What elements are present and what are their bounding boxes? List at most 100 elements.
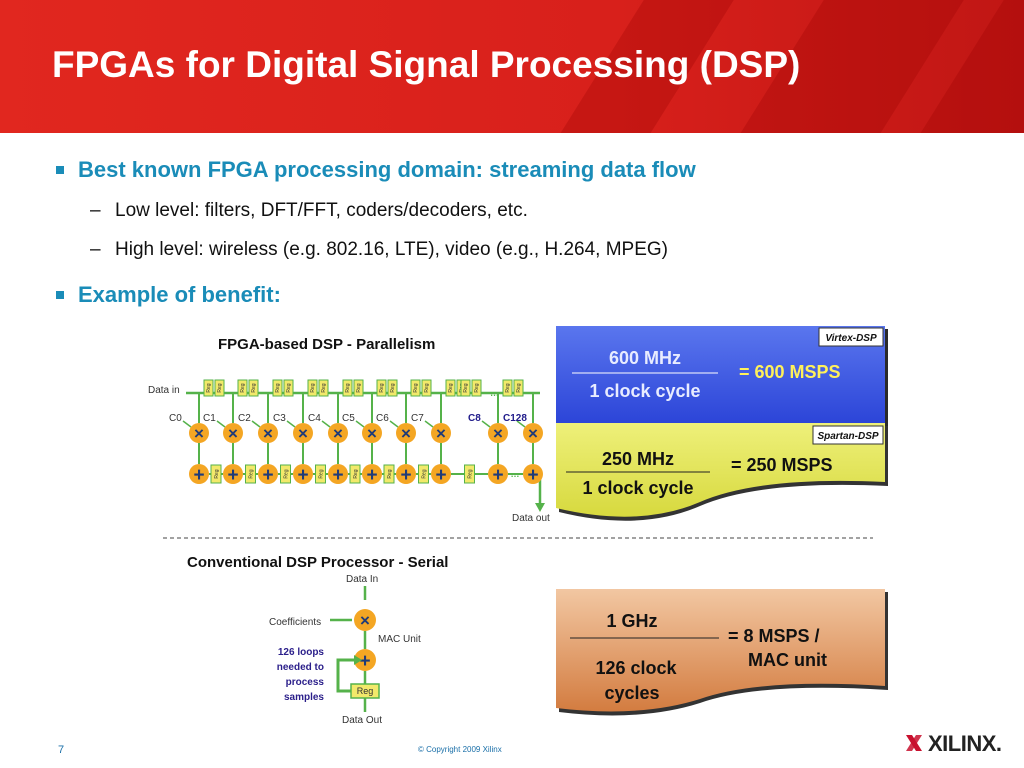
register-box: [353, 379, 364, 397]
register-box: [283, 379, 294, 397]
subbullet-text: High level: wireless (e.g. 802.16, LTE),…: [115, 239, 668, 260]
loops-note-line: samples: [284, 692, 324, 703]
add-icon: +: [435, 465, 446, 486]
register-box: [418, 464, 429, 484]
coefficient-wire: [286, 420, 296, 428]
multiplier-node: [223, 423, 243, 443]
multiply-icon: ×: [228, 424, 238, 443]
multiply-icon: ×: [298, 424, 308, 443]
coefficient-label: C7: [411, 413, 424, 424]
spartan-tag: Spartan-DSP: [817, 431, 878, 442]
coefficient-label: C3: [273, 413, 286, 424]
register-box: [307, 379, 318, 397]
register-label: Reg: [240, 383, 246, 392]
virtex-dsp-box: Virtex-DSP 600 MHz 1 clock cycle = 600 M…: [556, 326, 888, 426]
coefficient-label: C6: [376, 413, 389, 424]
virtex-clock: 600 MHz: [609, 348, 681, 368]
coefficient-wire: [251, 420, 261, 428]
coefficient-label: C128: [503, 413, 527, 424]
bullet-square-icon: [56, 166, 64, 174]
add-icon: +: [262, 465, 273, 486]
coefficients-label: Coefficients: [269, 617, 321, 628]
coefficient-label: C1: [203, 413, 216, 424]
register-box: [237, 379, 248, 397]
register-label: Reg: [310, 383, 316, 392]
register-label: Reg: [448, 383, 454, 392]
register-box: [502, 379, 513, 397]
adder-node: [523, 464, 543, 484]
register-box: [383, 464, 395, 484]
page-number: 7: [58, 744, 65, 756]
adder-node: [258, 464, 278, 484]
virtex-tag-box: [818, 327, 884, 347]
loops-note: 126 loops needed to process samples: [277, 647, 325, 703]
register-label: Reg: [345, 383, 351, 392]
multiplier-node: [362, 423, 382, 443]
adder-node: [488, 464, 508, 484]
coefficient-label: C2: [238, 413, 251, 424]
serial-title: Conventional DSP Processor - Serial: [187, 554, 448, 571]
coefficient-label: C8: [468, 413, 481, 424]
adder-node: [223, 464, 243, 484]
register-box: [464, 464, 475, 484]
adder-node: [189, 464, 209, 484]
data-in-label: Data in: [148, 385, 180, 396]
register-label: Reg: [357, 686, 374, 696]
arrow-head-icon: [354, 655, 362, 665]
register-box: [349, 464, 361, 484]
multiplier-node: [258, 423, 278, 443]
register-label: Reg: [422, 469, 428, 478]
ellipsis-icon: …: [511, 469, 520, 479]
multiplier-node: [293, 423, 313, 443]
adder-node: [396, 464, 416, 484]
register-label: Reg: [505, 383, 511, 392]
register-label: Reg: [463, 383, 469, 392]
adder-node: [431, 464, 451, 484]
register-label: Reg: [275, 383, 281, 392]
add-icon: +: [193, 465, 204, 486]
mac-unit-label: MAC Unit: [378, 634, 421, 645]
register-label: Reg: [516, 383, 522, 392]
register-label: Reg: [379, 383, 385, 392]
loops-note-line: process: [286, 677, 325, 688]
coefficient-label: C4: [308, 413, 321, 424]
spartan-tag-box: [812, 425, 884, 445]
bullet-square-icon: [56, 291, 64, 299]
multiply-icon: ×: [263, 424, 273, 443]
multiplier-node: [354, 609, 376, 631]
parallel-wires: [182, 391, 545, 512]
adder-node: [354, 649, 376, 671]
register-box: [445, 379, 456, 397]
coefficient-label: C0: [169, 413, 182, 424]
add-icon: +: [227, 465, 238, 486]
bullet-text: Best known FPGA processing domain: strea…: [78, 157, 696, 182]
virtex-tag: Virtex-DSP: [825, 333, 877, 344]
feedback-loop-arrow: [336, 658, 354, 693]
virtex-cycles: 1 clock cycle: [589, 381, 700, 401]
register-label: Reg: [251, 383, 257, 392]
conventional-result-line: MAC unit: [748, 650, 827, 670]
parallel-diagram: FPGA-based DSP - Parallelism Data in Reg…: [148, 336, 550, 524]
register-box: [280, 464, 291, 484]
register-box: [410, 379, 421, 397]
register-label: Reg: [286, 383, 292, 392]
spartan-dsp-box: Spartan-DSP 250 MHz 1 clock cycle = 250 …: [556, 423, 888, 521]
multiply-icon: ×: [493, 424, 503, 443]
add-icon: +: [492, 465, 503, 486]
register-box: [214, 379, 225, 397]
register-box: [342, 379, 353, 397]
multiply-icon: ×: [436, 424, 446, 443]
dash-icon: –: [90, 200, 101, 221]
multiplier-node: [328, 423, 348, 443]
register-label: Reg: [319, 469, 325, 478]
register-box: [376, 379, 387, 397]
register-label: Reg: [390, 383, 396, 392]
multiplier-node: [431, 423, 451, 443]
spartan-box-fill: [556, 423, 885, 517]
slide-title: FPGAs for Digital Signal Processing (DSP…: [52, 44, 801, 85]
register-box: [210, 464, 222, 484]
multiplier-node: [396, 423, 416, 443]
coefficient-label: C5: [342, 413, 355, 424]
